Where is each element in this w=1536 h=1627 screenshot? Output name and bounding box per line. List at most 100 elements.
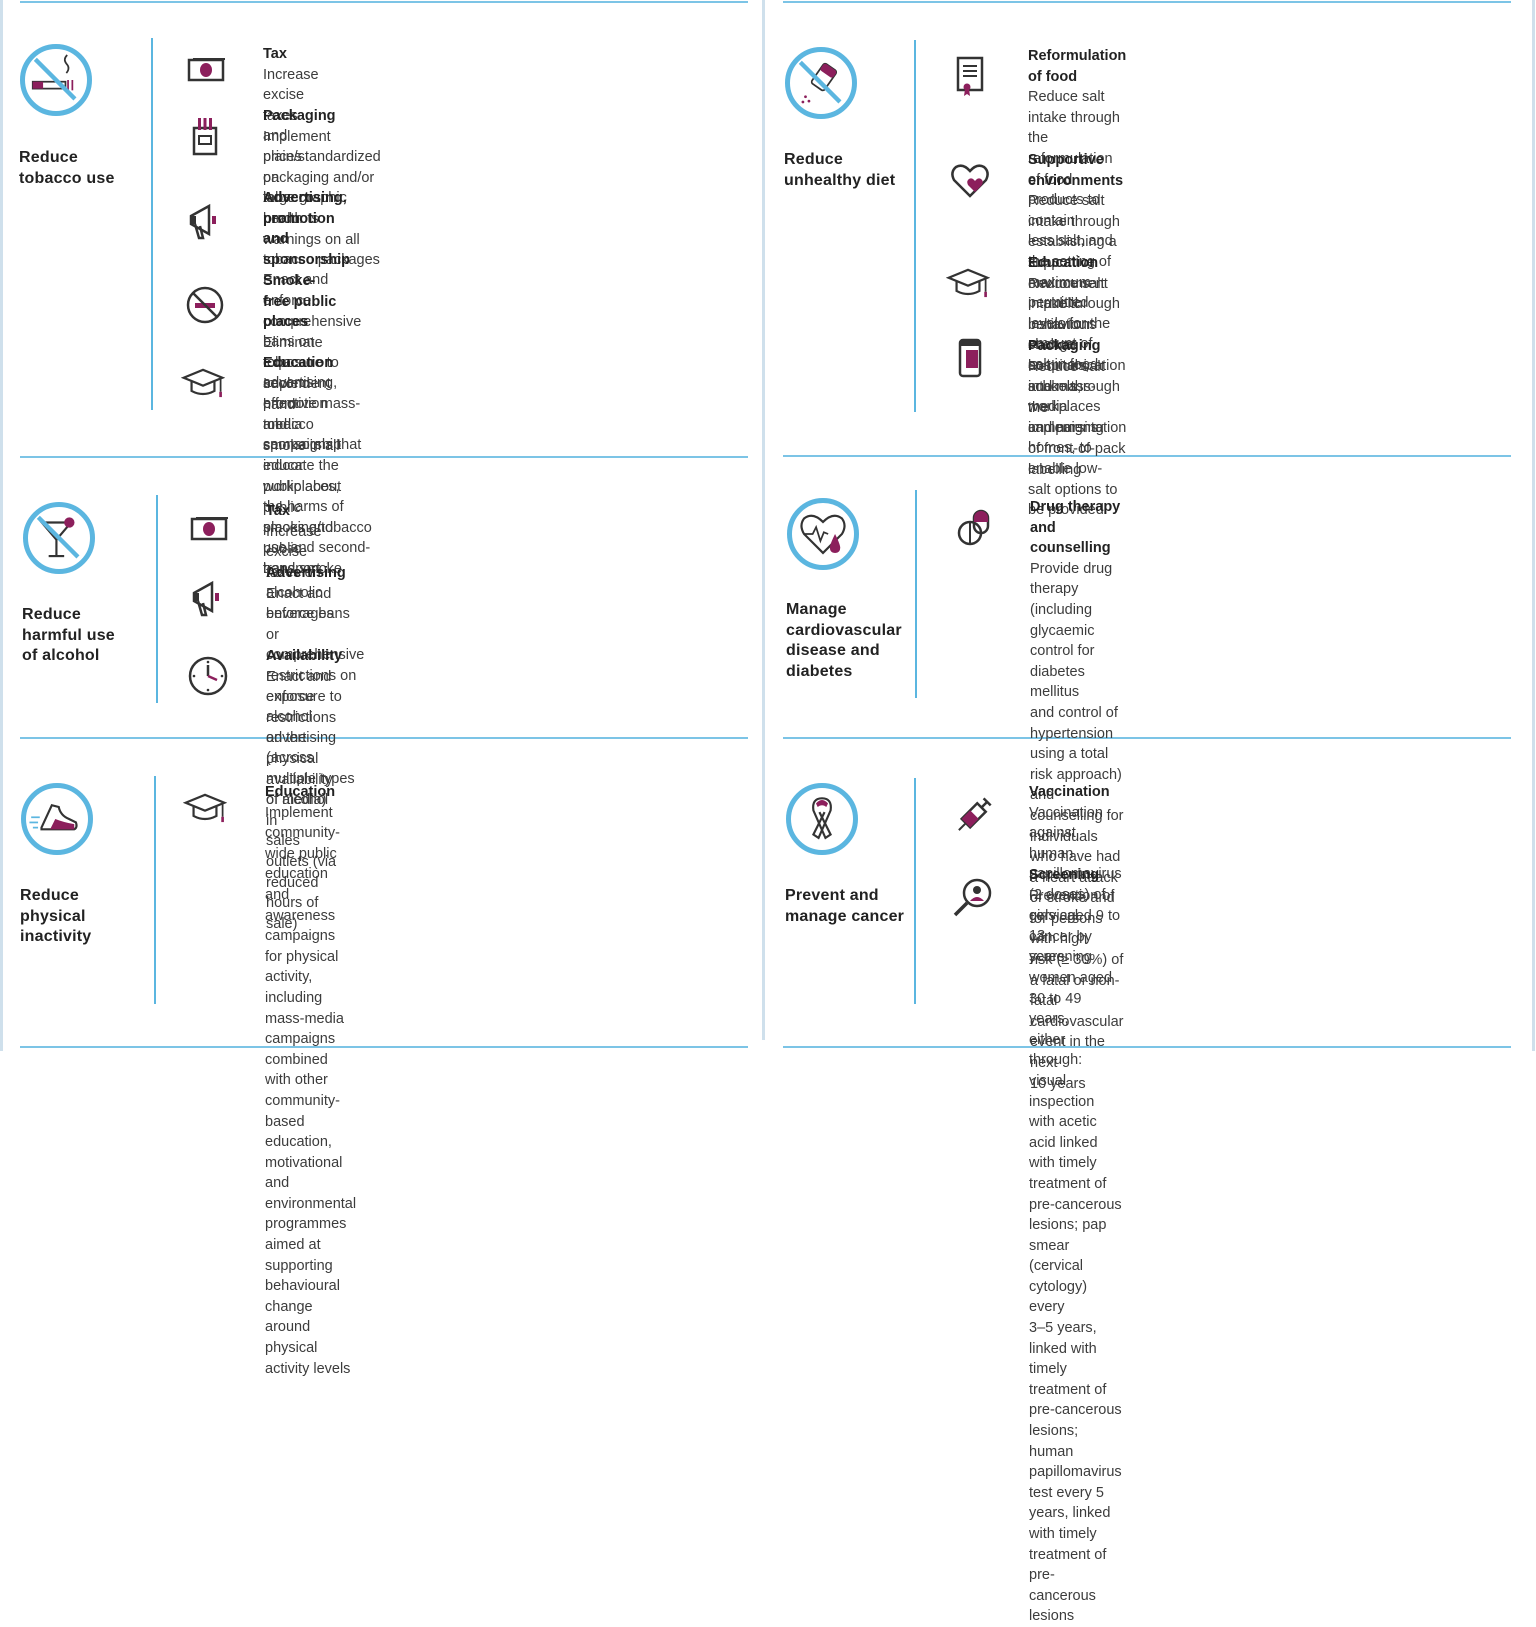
item-desc-line: Enact and enforce bans or comprehensive … xyxy=(266,585,365,705)
item-desc-line: sales outlets (via reduced hours of sale… xyxy=(266,833,337,932)
item-title: Education xyxy=(265,784,336,800)
item-text: Packaging Implement plain/standardized p… xyxy=(263,106,381,271)
item-desc-line: Provide drug therapy (including glycaemi… xyxy=(1030,560,1113,701)
item-desc-line: alcohol advertising (across multiple typ… xyxy=(266,709,355,808)
rule-left-2 xyxy=(20,737,748,739)
left-border xyxy=(0,0,3,1051)
item-desc-line: Reduce salt intake through the reformula… xyxy=(1028,89,1120,229)
item-desc-line: aimed at supporting behavioural change a… xyxy=(265,1237,351,1377)
item-desc-line: 3–5 years, linked with timely treatment … xyxy=(1029,1320,1122,1460)
ribbon-icon xyxy=(786,783,858,855)
item-desc-line: enable low-salt options to be provided xyxy=(1028,460,1118,519)
no-smoking-icon xyxy=(20,44,92,116)
item-desc-line: salt in food xyxy=(1028,356,1099,373)
cigarette-pack-icon xyxy=(183,114,227,158)
hearts-icon xyxy=(948,158,992,202)
item-text: Availability Enact and enforce restricti… xyxy=(266,646,342,934)
item-title: Tax xyxy=(266,503,290,519)
item-title: Drug therapy and counselling xyxy=(1030,499,1121,557)
divider-diet xyxy=(914,40,916,412)
item-desc-line: Reduce salt intake through behaviour cha… xyxy=(1028,275,1126,395)
item-desc-line: Increase excise taxes and prices on toba… xyxy=(263,66,319,227)
certificate-icon xyxy=(948,54,992,98)
item-desc-line: for physical activity, including mass-me… xyxy=(265,948,344,1089)
item-desc-line: Prevention of cervical cancer by screeni… xyxy=(1029,887,1115,1028)
item-title: Supportive environments xyxy=(1028,152,1124,189)
item-title: Smoke-free public places xyxy=(263,273,337,331)
item-text: Screening Prevention of cervical cancer … xyxy=(1029,865,1122,1627)
item-text: Supportive environments Reduce salt inta… xyxy=(1028,150,1123,521)
item-text: Tax Increase excise taxes and prices on … xyxy=(263,44,319,229)
item-desc-line: Vaccination against human papillomavirus… xyxy=(1029,804,1122,945)
no-smoke-sign-icon xyxy=(183,283,227,327)
bottom-rule-right xyxy=(783,1046,1511,1048)
item-text: Advertising, promotion and sponsorship E… xyxy=(263,188,361,456)
graduation-cap-icon xyxy=(182,786,228,830)
item-title: Tax xyxy=(263,46,287,62)
item-desc-line: treatment of pre-cancerous lesions; pap … xyxy=(1029,1175,1122,1316)
divider-physical xyxy=(154,776,156,1004)
right-border xyxy=(1532,0,1535,1051)
item-desc-line: less salt, and the setting of maximum pe… xyxy=(1028,233,1113,353)
item-desc-line: Implement effective mass-media campaigns… xyxy=(263,375,362,495)
item-desc-line: Enact and enforce restrictions on the ph… xyxy=(266,668,337,829)
item-desc-line: Eliminate exposure to second-hand tobacc… xyxy=(263,334,340,475)
item-desc-line: risk (≥ 30%) of a fatal or non-fatal car… xyxy=(1030,952,1124,1072)
item-desc-line: either through: visual inspection with a… xyxy=(1029,1031,1098,1172)
money-icon xyxy=(188,509,232,553)
no-salt-icon xyxy=(785,47,857,119)
item-title: Education xyxy=(1028,255,1099,271)
item-text: Education Implement community-wide publi… xyxy=(265,782,356,1379)
no-alcohol-icon xyxy=(23,502,95,574)
item-text: Packaging Reduce salt intake through the… xyxy=(1028,336,1126,480)
item-text: Vaccination Vaccination against human pa… xyxy=(1029,782,1122,967)
item-desc-line: workplaces, public places and public tra… xyxy=(263,478,340,578)
item-title: Availability xyxy=(266,648,343,664)
bottom-rule-left xyxy=(20,1046,748,1048)
page-frame xyxy=(0,0,1535,1051)
center-border xyxy=(762,0,765,1040)
item-title: Packaging xyxy=(1028,338,1101,354)
food-package-icon xyxy=(948,336,992,380)
clock-icon xyxy=(186,654,230,698)
rule-right-2 xyxy=(783,737,1511,739)
item-text: Reformulation of food Reduce salt intake… xyxy=(1028,46,1126,376)
item-desc-line: warnings on all tobacco packages xyxy=(263,231,380,269)
item-title: Advertising xyxy=(266,565,346,581)
rule-left-1 xyxy=(20,456,748,458)
item-title: Packaging xyxy=(263,108,336,124)
item-desc-line: individuals who have had a heart attack … xyxy=(1030,828,1121,948)
top-rule-right xyxy=(783,1,1511,3)
item-title: Screening xyxy=(1029,867,1100,883)
item-title: Advertising, promotion and sponsorship xyxy=(263,190,351,268)
item-desc-line: Implement community-wide public educatio… xyxy=(265,804,340,945)
magnifier-person-icon xyxy=(951,875,995,919)
megaphone-icon xyxy=(186,575,230,619)
item-desc-line: Enact and enforce comprehensive bans on … xyxy=(263,272,362,412)
item-desc-line: Implement plain/standardized packaging a… xyxy=(263,128,381,227)
divider-alcohol xyxy=(156,495,158,703)
item-text: Education Reduce salt intake through beh… xyxy=(1028,253,1126,438)
item-desc-line: and sponsorship xyxy=(263,416,342,454)
top-rule-left xyxy=(20,1,748,3)
item-desc-line: papillomavirus test every 5 years, linke… xyxy=(1029,1464,1122,1584)
item-desc-line: Increase excise taxes on alcoholic bever… xyxy=(266,523,334,622)
item-title: Reformulation of food xyxy=(1028,48,1127,85)
item-desc-line: the harms of smoking/tobacco use and sec… xyxy=(263,499,372,577)
running-shoe-icon xyxy=(21,783,93,855)
item-desc-line: media campaigns xyxy=(1028,399,1099,436)
item-text: Education Implement effective mass-media… xyxy=(263,353,372,580)
pills-icon xyxy=(952,507,996,551)
syringe-icon xyxy=(951,794,995,838)
item-desc-line: Reduce salt intake through establishing … xyxy=(1028,193,1120,313)
item-desc-line: Reduce salt intake through the implement… xyxy=(1028,358,1127,478)
item-text: Smoke-free public places Eliminate expos… xyxy=(263,271,340,580)
item-text: Tax Increase excise taxes on alcoholic b… xyxy=(266,501,334,625)
item-desc-line: years xyxy=(1029,948,1065,965)
item-desc-line: community-based education, motivational … xyxy=(265,1092,357,1233)
